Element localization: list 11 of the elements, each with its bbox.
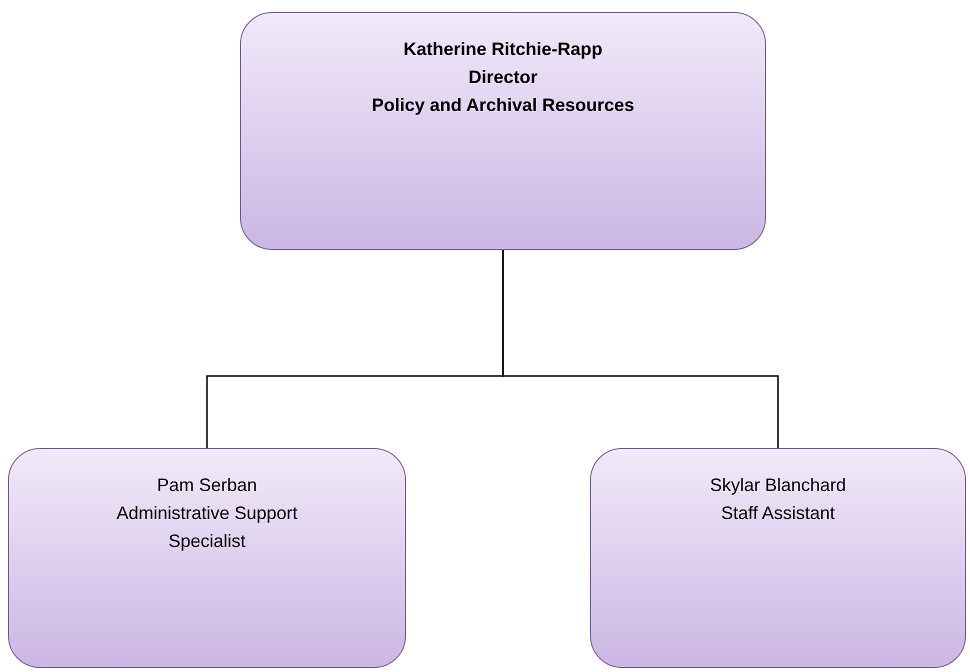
job-title: Director — [468, 66, 538, 89]
job-title: Policy and Archival Resources — [372, 94, 634, 117]
connector-line — [502, 250, 779, 448]
org-chart-box — [240, 12, 766, 250]
person-name: Pam Serban — [156, 474, 258, 497]
job-title: Staff Assistant — [721, 502, 835, 525]
job-title: Administrative Support Specialist — [115, 502, 299, 553]
org-chart-box — [8, 448, 406, 668]
person-name: Skylar Blanchard — [710, 474, 846, 497]
org-chart-box — [590, 448, 966, 668]
person-name: Katherine Ritchie-Rapp — [403, 38, 603, 61]
